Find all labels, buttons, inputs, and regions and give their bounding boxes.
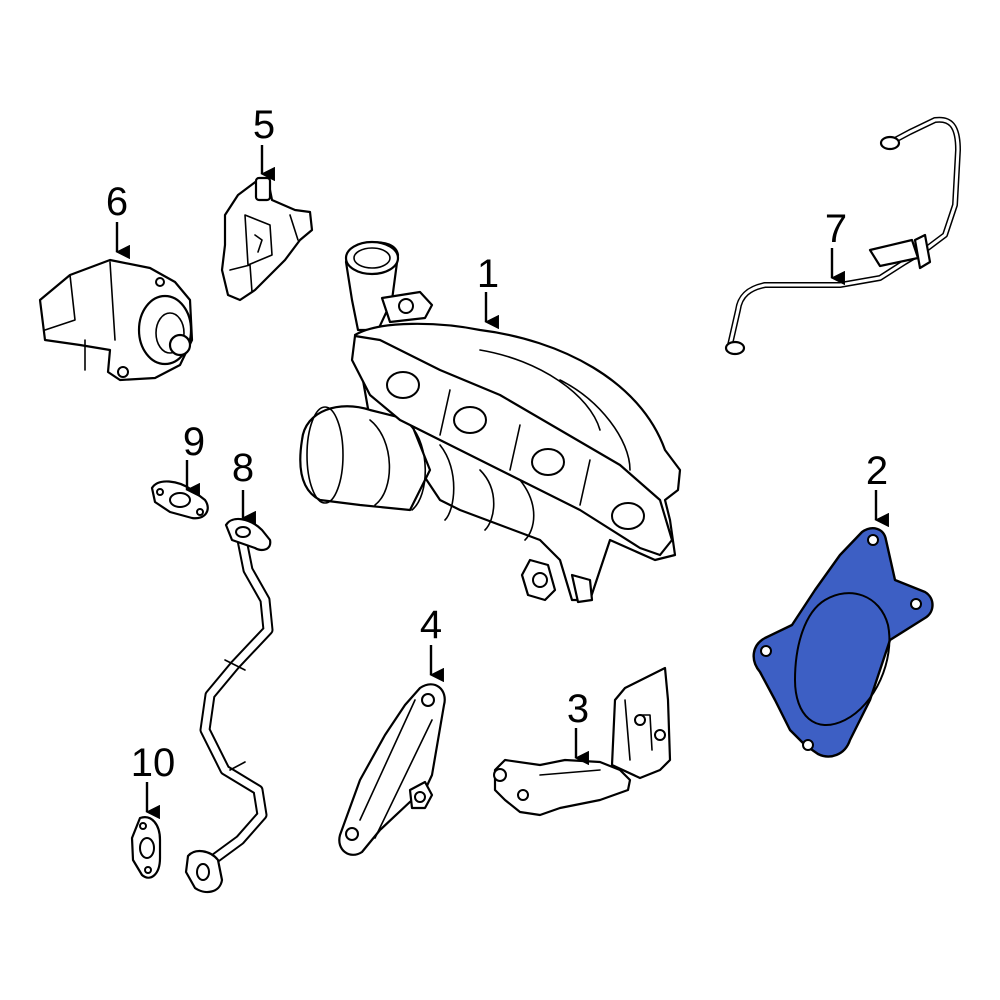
callout-labels: 1 2 3 4 5 6 7 8 9 10 xyxy=(106,103,888,785)
part-5-sensor[interactable] xyxy=(220,176,314,302)
callout-7: 7 xyxy=(825,207,847,251)
part-10-gasket[interactable] xyxy=(130,816,162,879)
part-6-actuator[interactable] xyxy=(38,258,194,382)
part-4-support-arm[interactable] xyxy=(338,683,446,856)
part-7-sensor-wire[interactable] xyxy=(724,116,961,356)
part-3-bracket[interactable] xyxy=(493,666,672,817)
part-8-oil-pipe[interactable] xyxy=(184,517,274,894)
part-1-turbocharger[interactable] xyxy=(299,240,682,604)
callout-8: 8 xyxy=(232,446,254,490)
callout-9: 9 xyxy=(183,420,205,464)
callout-10: 10 xyxy=(131,741,176,785)
part-2-gasket[interactable] xyxy=(752,527,934,758)
callout-3: 3 xyxy=(567,687,589,731)
callout-5: 5 xyxy=(253,103,275,147)
callout-1: 1 xyxy=(477,252,499,296)
part-9-gasket[interactable] xyxy=(150,480,209,520)
callout-arrows xyxy=(115,145,889,820)
callout-2: 2 xyxy=(866,449,888,493)
callout-4: 4 xyxy=(420,603,442,647)
callout-6: 6 xyxy=(106,180,128,224)
